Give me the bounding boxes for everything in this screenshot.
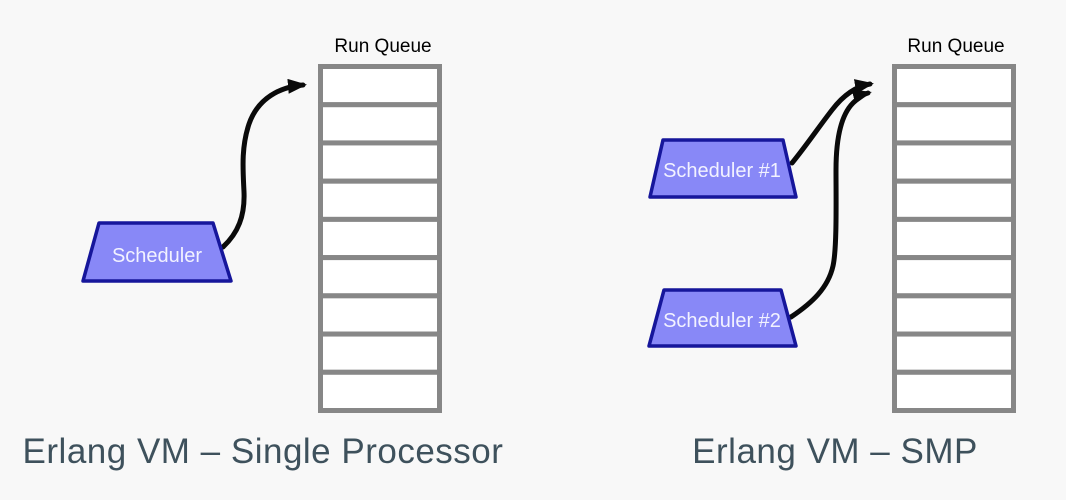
scheduler-1-label: Scheduler #1 [663, 160, 781, 182]
run-queue-label: Run Queue [907, 36, 1004, 57]
arrow-scheduler2-to-queue [788, 89, 872, 320]
run-queue-cell [318, 369, 442, 413]
run-queue-cell [892, 255, 1016, 299]
scheduler-label: Scheduler [112, 245, 202, 267]
scheduler-2-shape [647, 288, 798, 348]
scheduler-2-label: Scheduler #2 [663, 310, 781, 332]
panel-smp: Run Queue Scheduler #1 Scheduler #2 [647, 36, 1016, 413]
run-queue-cell [318, 216, 442, 261]
arrow-scheduler-to-queue [220, 78, 307, 250]
run-queue-cell [892, 369, 1016, 413]
scheduler-1-shape [648, 138, 798, 199]
run-queue [318, 64, 442, 413]
run-queue-cell [892, 178, 1016, 222]
arrow-scheduler1-to-queue [789, 79, 874, 166]
run-queue-cell [892, 331, 1016, 375]
run-queue-cell [318, 102, 442, 146]
run-queue-cell [318, 255, 442, 299]
run-queue-cell [892, 293, 1016, 337]
scheduler-shape [81, 221, 233, 283]
run-queue-cell [318, 140, 442, 184]
run-queue-cell [318, 64, 442, 108]
caption-smp: Erlang VM – SMP [692, 432, 978, 471]
caption-single-processor: Erlang VM – Single Processor [22, 432, 504, 471]
run-queue [892, 64, 1016, 413]
run-queue-cell [892, 102, 1016, 146]
run-queue-cell [892, 140, 1016, 184]
run-queue-cell [318, 178, 442, 222]
run-queue-cell [318, 293, 442, 337]
run-queue-cell [892, 64, 1016, 108]
panel-single-processor: Run Queue Scheduler [81, 36, 442, 413]
run-queue-label: Run Queue [334, 36, 431, 57]
run-queue-cell [892, 216, 1016, 261]
run-queue-cell [318, 331, 442, 375]
